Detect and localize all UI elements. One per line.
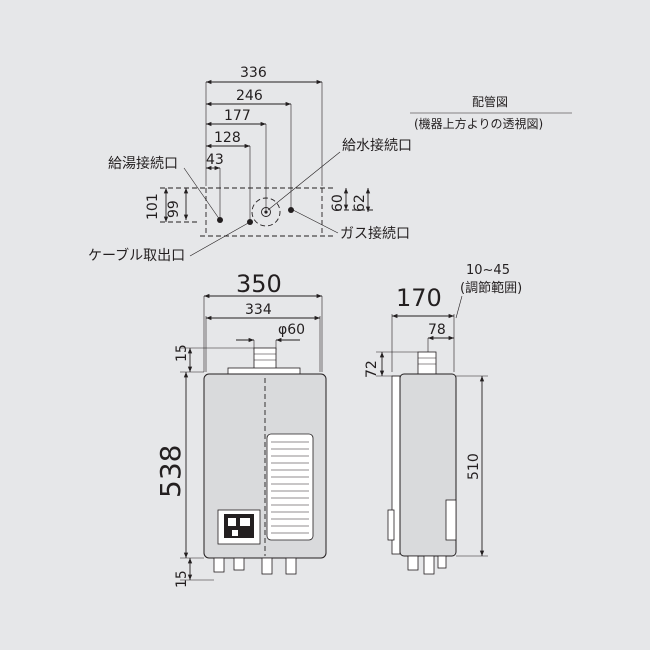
piping-view: 336 246 177 128 43 101 99 60 62 給湯接続口	[88, 65, 572, 264]
dim-246: 246	[236, 88, 263, 104]
vent-grille	[266, 433, 314, 541]
dim-43: 43	[206, 152, 224, 168]
dim-phi60: φ60	[278, 322, 305, 338]
dim-350: 350	[236, 270, 282, 298]
water-supply-port-icon	[261, 207, 271, 217]
dim-538: 538	[154, 445, 187, 498]
dim-101: 101	[145, 193, 161, 220]
label-water-supply: 給水接続口	[342, 137, 412, 154]
gas-port-icon	[288, 207, 294, 213]
dim-78: 78	[428, 322, 446, 338]
dim-15-top: 15	[174, 344, 190, 362]
dim-177: 177	[224, 108, 251, 124]
front-view: 350 334 φ60	[154, 270, 327, 588]
dim-60: 60	[330, 194, 346, 212]
dim-334: 334	[245, 302, 272, 318]
label-hot-water: 給湯接続口	[108, 155, 178, 172]
piping-title: 配管図	[472, 94, 508, 109]
dim-336: 336	[240, 65, 267, 81]
side-view: 170 10~45 (調節範囲) 78 72 510	[364, 263, 522, 575]
label-cable: ケーブル取出口	[88, 247, 185, 264]
label-gas: ガス接続口	[340, 225, 410, 242]
dim-adjust: 10~45	[466, 263, 510, 278]
dim-170: 170	[396, 284, 442, 312]
dim-72: 72	[364, 360, 380, 378]
adjust-note: (調節範囲)	[460, 281, 522, 296]
dim-15-bottom: 15	[174, 570, 190, 588]
dim-62: 62	[352, 194, 368, 212]
dim-510: 510	[466, 453, 482, 480]
dim-128: 128	[214, 130, 241, 146]
piping-subtitle: (機器上方よりの透視図)	[414, 116, 543, 131]
dim-99: 99	[166, 200, 182, 218]
